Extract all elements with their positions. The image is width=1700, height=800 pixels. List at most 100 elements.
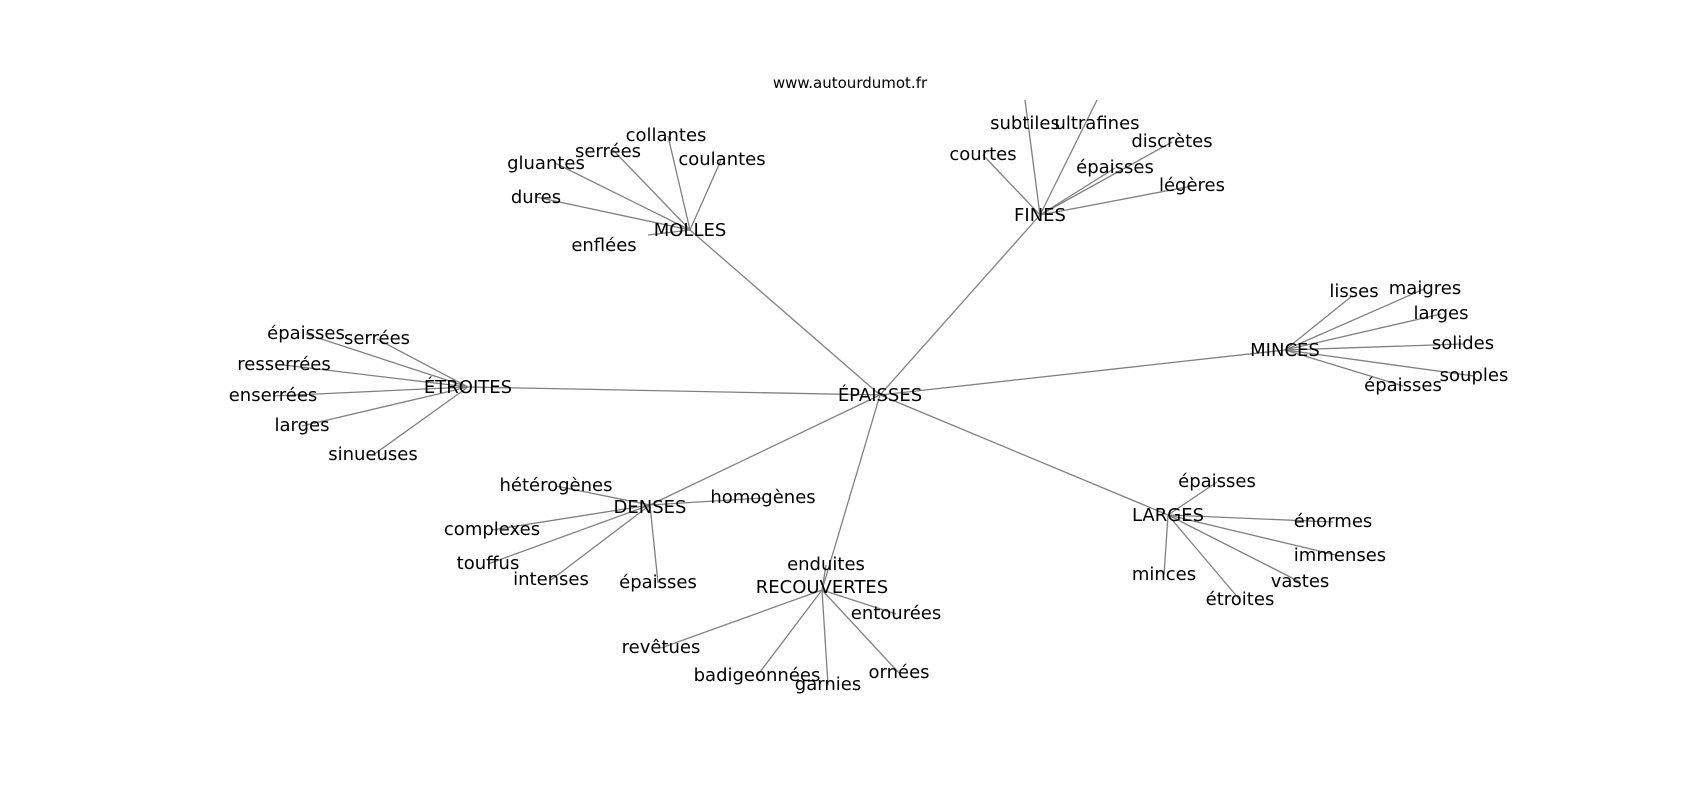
edge-minces-to-larges bbox=[1284, 313, 1442, 351]
edge-molles-to-gluantes bbox=[554, 162, 691, 231]
node-leaf-fines-subtiles[interactable]: subtiles bbox=[990, 113, 1060, 134]
edge-center-to-fines bbox=[879, 214, 1041, 396]
edge-denses-to-heterogenes bbox=[555, 485, 651, 506]
node-leaf-molles-collantes[interactable]: collantes bbox=[626, 125, 707, 146]
node-leaf-denses-epaisses[interactable]: épaisses bbox=[619, 572, 697, 593]
node-leaf-recouvertes-garnies[interactable]: garnies bbox=[795, 674, 861, 695]
edge-larges-to-vastes bbox=[1167, 514, 1301, 583]
node-leaf-fines-discretes[interactable]: discrètes bbox=[1131, 131, 1212, 152]
edge-denses-to-homogenes bbox=[649, 497, 764, 506]
node-leaf-etroites-larges[interactable]: larges bbox=[275, 415, 330, 436]
edge-minces-to-maigres bbox=[1284, 288, 1425, 351]
edge-center-to-minces bbox=[879, 349, 1286, 396]
edge-denses-to-intenses bbox=[550, 504, 651, 581]
edge-recouvertes-to-entourees bbox=[821, 589, 897, 615]
edge-fines-to-subtiles bbox=[1024, 99, 1041, 216]
edge-minces-to-souples bbox=[1284, 349, 1475, 377]
edge-larges-to-immenses bbox=[1167, 514, 1341, 557]
edge-molles-to-serrees bbox=[612, 149, 691, 231]
node-cluster-minces[interactable]: MINCES bbox=[1250, 340, 1320, 361]
node-leaf-minces-solides[interactable]: solides bbox=[1432, 333, 1494, 354]
edge-molles-to-enflees bbox=[647, 229, 691, 236]
edge-etroites-to-enserrees bbox=[272, 386, 469, 397]
edge-larges-to-epaisses bbox=[1167, 481, 1218, 516]
edge-larges-to-etroites bbox=[1167, 514, 1241, 601]
edge-recouvertes-to-ornees bbox=[821, 589, 900, 674]
edge-center-to-molles bbox=[689, 229, 881, 396]
edge-recouvertes-to-badigeonnees bbox=[756, 589, 823, 677]
edge-minces-to-epaisses bbox=[1284, 349, 1404, 387]
node-leaf-larges-vastes[interactable]: vastes bbox=[1271, 571, 1330, 592]
node-leaf-denses-homogenes[interactable]: homogènes bbox=[710, 487, 815, 508]
node-leaf-larges-enormes[interactable]: énormes bbox=[1294, 511, 1373, 532]
node-leaf-etroites-resserrees[interactable]: resserrées bbox=[237, 354, 331, 375]
node-leaf-etroites-serrees[interactable]: serrées bbox=[344, 328, 410, 349]
edge-fines-to-discretes bbox=[1039, 141, 1173, 216]
node-leaf-molles-serrees[interactable]: serrées bbox=[575, 141, 641, 162]
node-leaf-minces-maigres[interactable]: maigres bbox=[1389, 278, 1461, 299]
node-leaf-larges-minces[interactable]: minces bbox=[1132, 564, 1196, 585]
node-cluster-denses[interactable]: DENSES bbox=[614, 497, 687, 518]
node-leaf-minces-larges[interactable]: larges bbox=[1414, 303, 1469, 324]
edge-etroites-to-resserrees bbox=[283, 364, 469, 388]
edge-denses-to-touffus bbox=[487, 504, 651, 565]
node-leaf-recouvertes-enduites[interactable]: enduites bbox=[787, 554, 865, 575]
node-cluster-etroites[interactable]: ÉTROITES bbox=[424, 376, 512, 398]
edge-molles-to-coulantes bbox=[689, 159, 722, 231]
node-cluster-molles[interactable]: MOLLES bbox=[654, 220, 727, 241]
node-leaf-etroites-epaisses[interactable]: épaisses bbox=[267, 323, 345, 344]
edge-larges-to-enormes bbox=[1167, 514, 1334, 523]
node-leaf-denses-heterogenes[interactable]: hétérogènes bbox=[500, 475, 613, 496]
node-leaf-larges-epaisses[interactable]: épaisses bbox=[1178, 471, 1256, 492]
graph-edges bbox=[272, 99, 1475, 686]
node-leaf-recouvertes-entourees[interactable]: entourées bbox=[851, 603, 942, 624]
edge-center-to-larges bbox=[879, 394, 1169, 516]
edge-denses-to-epaisses bbox=[649, 504, 659, 584]
edge-fines-to-legeres bbox=[1039, 185, 1193, 216]
node-leaf-recouvertes-revetues[interactable]: revêtues bbox=[622, 637, 701, 658]
edge-etroites-to-epaisses bbox=[305, 333, 469, 388]
edge-recouvertes-to-enduites bbox=[821, 564, 827, 591]
node-leaf-molles-enflees[interactable]: enflées bbox=[571, 235, 636, 256]
edge-center-to-recouvertes bbox=[821, 394, 881, 591]
node-leaf-denses-intenses[interactable]: intenses bbox=[513, 569, 589, 590]
edge-recouvertes-to-revetues bbox=[660, 589, 823, 649]
edge-fines-to-epaisses bbox=[1039, 167, 1116, 216]
node-leaf-etroites-enserrees[interactable]: enserrées bbox=[229, 385, 318, 406]
node-leaf-fines-ultrafines[interactable]: ultrafines bbox=[1054, 113, 1139, 134]
node-cluster-larges[interactable]: LARGES bbox=[1132, 505, 1204, 526]
node-leaf-etroites-sinueuses[interactable]: sinueuses bbox=[328, 444, 418, 465]
edge-fines-to-courtes bbox=[982, 154, 1041, 216]
node-leaf-larges-immenses[interactable]: immenses bbox=[1294, 545, 1386, 566]
edge-molles-to-collantes bbox=[667, 135, 691, 231]
node-cluster-recouvertes[interactable]: RECOUVERTES bbox=[756, 577, 888, 598]
node-leaf-fines-legeres[interactable]: légères bbox=[1159, 175, 1225, 196]
node-center-epaisses[interactable]: ÉPAISSES bbox=[838, 384, 922, 406]
node-leaf-fines-courtes[interactable]: courtes bbox=[949, 144, 1016, 165]
node-leaf-molles-dures[interactable]: dures bbox=[511, 187, 561, 208]
edge-etroites-to-serrees bbox=[376, 338, 469, 388]
edge-minces-to-lisses bbox=[1284, 295, 1353, 351]
edge-center-to-denses bbox=[649, 394, 881, 506]
edge-molles-to-dures bbox=[535, 196, 691, 231]
edge-fines-to-ultrafines bbox=[1039, 99, 1098, 216]
node-leaf-larges-etroites[interactable]: étroites bbox=[1206, 589, 1275, 610]
node-leaf-minces-souples[interactable]: souples bbox=[1440, 365, 1509, 386]
node-leaf-fines-epaisses[interactable]: épaisses bbox=[1076, 157, 1154, 178]
node-leaf-denses-touffus[interactable]: touffus bbox=[457, 553, 520, 574]
node-leaf-minces-epaisses[interactable]: épaisses bbox=[1364, 375, 1442, 396]
node-leaf-molles-gluantes[interactable]: gluantes bbox=[507, 153, 585, 174]
edge-etroites-to-larges bbox=[301, 386, 469, 427]
node-leaf-recouvertes-badigeonnees[interactable]: badigeonnées bbox=[694, 665, 821, 686]
node-cluster-fines[interactable]: FINES bbox=[1014, 205, 1066, 226]
site-label: www.autourdumot.fr bbox=[773, 74, 928, 92]
node-leaf-molles-coulantes[interactable]: coulantes bbox=[678, 149, 765, 170]
node-leaf-recouvertes-ornees[interactable]: ornées bbox=[868, 662, 929, 683]
edge-center-to-etroites bbox=[467, 386, 881, 396]
node-leaf-denses-complexes[interactable]: complexes bbox=[444, 519, 540, 540]
edge-denses-to-complexes bbox=[491, 504, 651, 531]
edge-larges-to-minces bbox=[1163, 514, 1169, 576]
node-leaf-minces-lisses[interactable]: lisses bbox=[1329, 281, 1378, 302]
